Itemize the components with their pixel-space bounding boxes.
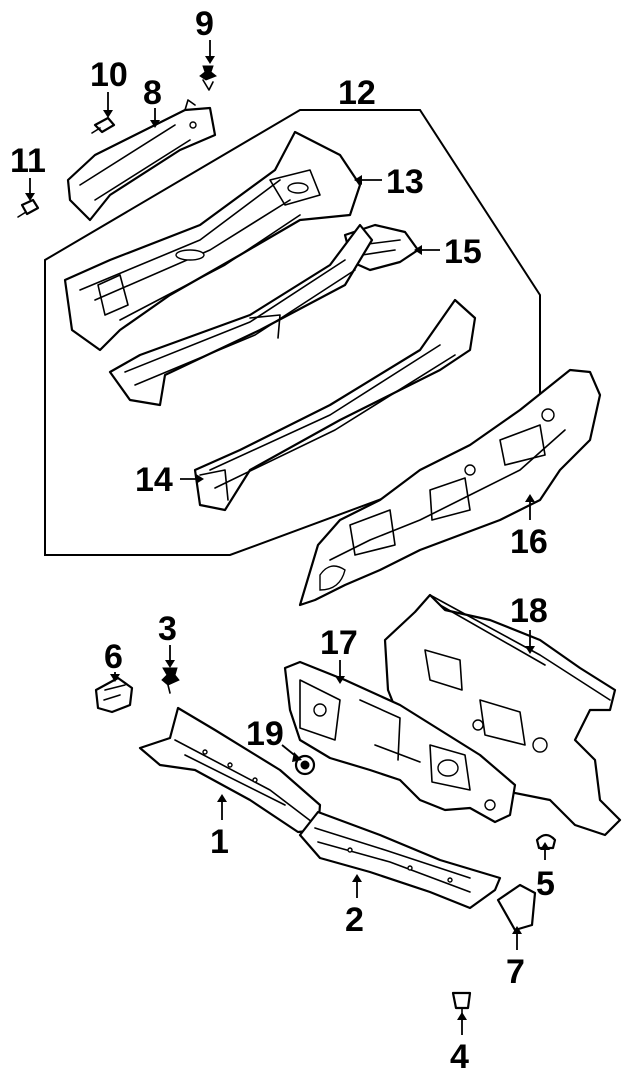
part-6-bracket bbox=[94, 676, 134, 714]
callout-17: 17 bbox=[320, 624, 358, 662]
part-8-bracket bbox=[66, 99, 217, 222]
part-17-dash-panel bbox=[283, 660, 517, 824]
callout-18: 18 bbox=[510, 592, 548, 630]
callout-11: 11 bbox=[10, 142, 46, 180]
part-2-cowl-top-panel bbox=[298, 810, 502, 910]
callout-16: 16 bbox=[510, 523, 548, 561]
callout-2: 2 bbox=[345, 901, 364, 939]
part-7-cover bbox=[496, 883, 537, 932]
part-16-dash-insulator bbox=[298, 368, 602, 607]
leader-lines bbox=[25, 40, 550, 1035]
part-cowl-crossmember bbox=[108, 223, 374, 407]
part-18-dash-silencer bbox=[383, 593, 622, 837]
part-1-cowl-top-panel bbox=[138, 706, 322, 834]
callout-19: 19 bbox=[246, 715, 284, 753]
part-5-cap bbox=[535, 833, 557, 850]
part-10-screw bbox=[91, 116, 116, 134]
part-11-screw bbox=[17, 198, 40, 218]
callout-1: 1 bbox=[210, 823, 229, 861]
part-3-clip bbox=[161, 667, 180, 694]
callout-7: 7 bbox=[506, 953, 525, 991]
callout-10: 10 bbox=[90, 56, 128, 94]
part-19-grommet bbox=[294, 754, 316, 776]
callout-6: 6 bbox=[104, 638, 123, 676]
part-14-cowl-lower-panel bbox=[193, 298, 477, 512]
callout-12: 12 bbox=[338, 74, 376, 112]
callout-14: 14 bbox=[135, 461, 173, 499]
callout-8: 8 bbox=[143, 74, 162, 112]
callout-3: 3 bbox=[158, 610, 177, 648]
callout-9: 9 bbox=[195, 5, 214, 43]
callout-4: 4 bbox=[450, 1038, 469, 1076]
part-9-clip bbox=[199, 65, 217, 91]
callout-15: 15 bbox=[444, 233, 482, 271]
callout-5: 5 bbox=[536, 865, 555, 903]
part-13-cowl-upper-panel bbox=[63, 130, 362, 352]
callout-13: 13 bbox=[386, 163, 424, 201]
